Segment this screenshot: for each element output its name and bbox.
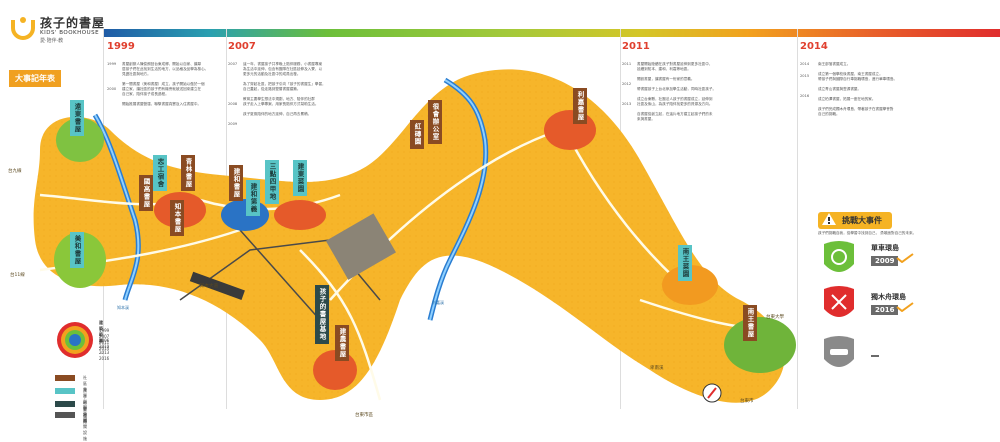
legend-swatch: [55, 401, 75, 407]
logo-subtitle: KIDS' BOOKHOUSE: [40, 30, 100, 36]
note-text: 書屋創辦人陳俊朗回台東成鄉，開始以自家、讓鄰 居孩子們在此找到生活的地方，以品格…: [122, 62, 209, 106]
warning-icon: [822, 213, 836, 225]
note-year: 2014: [800, 62, 810, 66]
legend-label: 地標: [83, 412, 87, 423]
year-2007: 2007: [228, 41, 256, 52]
note-year: 1999: [107, 62, 117, 66]
river-label: 知本溪: [117, 305, 129, 310]
bicycle-icon: [824, 241, 854, 272]
note-year: 2011: [622, 62, 632, 66]
legend-title: 建築範圍: [99, 320, 103, 343]
region-2011: [544, 110, 596, 150]
tag-bookhouse: 建農書屋: [335, 325, 349, 361]
legend-range: 2014 — 2016: [99, 346, 110, 361]
tag-bookhouse: 知本書屋: [170, 200, 184, 236]
logo-subtitle-2: 愛·陪伴·教: [40, 38, 64, 44]
challenge-year: 2009: [871, 256, 899, 266]
section-tag: 大事記年表: [9, 70, 61, 87]
note-year: 2008: [228, 102, 238, 106]
kayak-icon: [824, 286, 854, 317]
road-sign: [189, 271, 245, 300]
place-label: 台東市: [740, 399, 754, 404]
tag-bookhouse: 南王書屋: [743, 305, 757, 341]
tag-bookhouse: 三點四甲地: [265, 160, 279, 204]
logo-icon: [11, 17, 35, 40]
tag-bookhouse: 建和第義: [246, 180, 260, 216]
tag-bookhouse: 很會辦公室: [428, 100, 442, 144]
logo-title: 孩子的書屋: [40, 16, 106, 30]
legend-label: 主要道路: [83, 401, 87, 424]
legend-label: 社區書屋與辦公室: [83, 375, 87, 422]
note-text: 南王部落書屋成立。 成立第一個學校後書屋，南王書屋成立。 帶孩子們與國際自行車挑…: [818, 62, 898, 116]
road-label: 台東市區: [355, 413, 373, 418]
legend-range: 2007 — 2010: [99, 334, 110, 349]
challenge-year: 2016: [871, 305, 899, 315]
challenge-label: 單車環島: [871, 244, 899, 252]
legend-swatch: [55, 388, 75, 394]
challenge-desc: 孩子們挑戰自我，從學習中找到自己， 勇敢面對自己的未來。: [818, 231, 917, 235]
tag-bookhouse: 國高書屋: [139, 175, 153, 211]
timeline-bar: [103, 29, 1000, 37]
challenge-label: 獨木舟環島: [871, 293, 906, 301]
road-label: 台東大學: [766, 315, 784, 320]
tag-bookhouse: 南王菜園: [678, 245, 692, 281]
city-block: [325, 213, 396, 280]
note-year: 2015: [800, 74, 810, 78]
river-label: 利嘉溪: [432, 300, 444, 305]
note-year: 2013: [622, 102, 632, 106]
tag-bookhouse: 紅磚園: [410, 120, 424, 149]
note-year: 2016: [800, 94, 810, 98]
note-year: 2000: [107, 87, 117, 91]
tag-bookhouse: 青林書屋: [181, 155, 195, 191]
tag-bookhouse: 志工宿舍: [153, 155, 167, 191]
checkmark-icon: [896, 302, 914, 312]
region-1999: [56, 118, 104, 162]
legend-range: 1999 — 2006: [99, 328, 110, 343]
challenge-year: [871, 355, 879, 357]
road-label: 台九線: [8, 169, 22, 174]
tag-bookhouse: 建和書屋: [229, 165, 243, 201]
running-icon: [824, 336, 854, 367]
note-text: 書屋開始陸續在孩子對書屋延伸到更多社區中， 延續到知本、建和、利嘉等地區。 開設…: [637, 62, 717, 121]
road-label: 知本大道: [200, 284, 218, 289]
tag-bookhouse: 孩子的書屋基地: [315, 285, 329, 344]
region-2007: [274, 200, 326, 230]
year-1999: 1999: [107, 41, 135, 52]
note-year: 2007: [228, 62, 238, 66]
timeline-divider: [797, 29, 798, 409]
year-2011: 2011: [622, 41, 650, 52]
legend-rings: [57, 322, 93, 358]
tag-bookhouse: 遠東書屋: [70, 100, 84, 136]
note-year: 2012: [622, 82, 632, 86]
checkmark-icon: [896, 253, 914, 263]
year-2014: 2014: [800, 41, 828, 52]
legend-swatch: [55, 375, 75, 381]
legend-range: 2011 — 2013: [99, 340, 110, 355]
note-year: 2009: [228, 122, 238, 126]
legend-swatch: [55, 412, 75, 418]
tag-bookhouse: 建東菜園: [293, 160, 307, 196]
challenge-title: 挑戰大事件: [818, 212, 892, 229]
tag-bookhouse: 美和書屋: [70, 232, 84, 268]
note-text: 這一年，書屋孩子共享晚上陪伴服務，小書屋專案 為生活中延伸，包含有團隊在社區延伸…: [243, 62, 326, 116]
tag-bookhouse: 利嘉書屋: [573, 88, 587, 124]
region-2014: [662, 265, 718, 305]
region-2014: [724, 317, 796, 373]
road-label: 卑南溪: [650, 366, 664, 371]
road-label: 台11線: [10, 273, 25, 278]
region-2007: [221, 199, 269, 231]
